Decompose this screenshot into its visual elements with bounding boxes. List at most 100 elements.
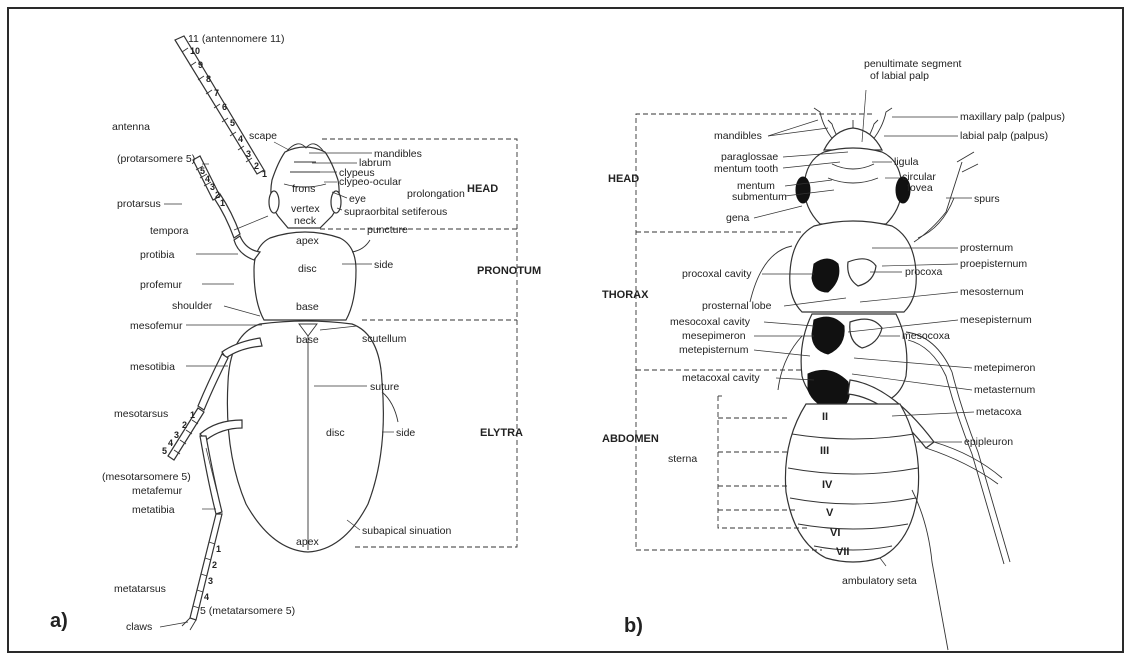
sternum-number: III [820,445,829,457]
label-labial: labial palp (palpus) [960,130,1048,142]
mesotarsomere-number: 5 [162,446,167,456]
label-subapical: subapical sinuation [362,525,451,537]
mesotarsomere-number: 4 [168,438,173,448]
label-metatarsomere: 5 (metatarsomere 5) [200,605,295,617]
mesotarsomere-number: 2 [182,420,187,430]
region-abdomen: ABDOMEN [602,433,659,445]
panel-b: penultimate segment of labial palp maxil… [602,58,1065,650]
mesotarsomere-number: 3 [174,430,179,440]
label-sterna: sterna [668,453,697,465]
label-base-elytra: base [296,334,319,346]
label-antennomere-11: 11 (antennomere 11) [188,33,285,45]
antennomere-number: 7 [214,88,219,98]
head-ventral [804,148,902,224]
label-protibia: protibia [140,249,175,261]
label-puncture: puncture [367,224,408,236]
antennomere-number: 4 [238,134,243,144]
label-shoulder: shoulder [172,300,213,312]
label-eye: eye [349,193,366,205]
antennomere-number: 5 [230,118,235,128]
sternum-number: II [822,411,828,423]
label-vertex: vertex [291,203,320,215]
antennomere-number: 2 [254,161,259,171]
label-mesosternum: mesosternum [960,286,1024,298]
label-ligula: ligula [894,156,919,168]
label-ambulatory: ambulatory seta [842,575,917,587]
label-base-pronotum: base [296,301,319,313]
elytra-shape [227,321,383,552]
label-protarsomere: (protarsomere 5) [117,153,195,165]
metatarsomere-number: 4 [204,592,209,602]
antennomere-number: 1 [262,169,267,179]
label-spurs: spurs [974,193,1000,205]
antennomere-number: 3 [246,149,251,159]
metatarsomere-number: 3 [208,576,213,586]
label-prosternum: prosternum [960,242,1013,254]
label-side-pronotum: side [374,259,393,271]
label-disc-elytra: disc [326,427,345,439]
label-penultimate-2: of labial palp [870,70,929,82]
label-procoxa: procoxa [905,266,943,278]
sternum-number: IV [822,479,833,491]
antennomere-number: 8 [206,74,211,84]
label-mesotibia: mesotibia [130,361,175,373]
label-scape: scape [249,130,277,142]
label-metatarsus: metatarsus [114,583,166,595]
label-frons: frons [292,183,315,195]
label-gena: gena [726,212,750,224]
label-prosternal-lobe: prosternal lobe [702,300,772,312]
sternum-number: V [826,507,834,519]
label-metacoxal-cavity: metacoxal cavity [682,372,760,384]
metatarsomere-number: 2 [212,560,217,570]
label-neck: neck [294,215,317,227]
label-apex-elytra: apex [296,536,320,548]
label-mesepimeron: mesepimeron [682,330,746,342]
label-antenna: antenna [112,121,150,133]
label-protarsus: protarsus [117,198,161,210]
label-disc-pronotum: disc [298,263,317,275]
label-mentum-tooth: mentum tooth [714,163,778,175]
region-head-b: HEAD [608,173,639,185]
region-head-a: HEAD [467,183,498,195]
sternum-number: VI [830,527,840,539]
label-maxillary: maxillary palp (palpus) [960,111,1065,123]
label-procoxal-cavity: procoxal cavity [682,268,752,280]
protarsomere-number: 1 [220,198,225,208]
sternum-number: VII [836,546,849,558]
region-pronotum: PRONOTUM [477,265,541,277]
label-metepimeron: metepimeron [974,362,1035,374]
label-metafemur: metafemur [132,485,183,497]
antennomere-number: 10 [190,46,200,56]
label-fovea: fovea [907,182,933,194]
label-epipleuron: epipleuron [964,436,1013,448]
antennomere-number: 9 [198,60,203,70]
label-metasternum: metasternum [974,384,1036,396]
label-metepisternum: metepisternum [679,344,749,356]
label-mesotarsomere: (mesotarsomere 5) [102,471,191,483]
label-proepisternum: proepisternum [960,258,1027,270]
label-mesepisternum: mesepisternum [960,314,1032,326]
label-prolongation: prolongation [407,188,465,200]
label-suture: suture [370,381,399,393]
label-mesofemur: mesofemur [130,320,183,332]
antennomere-number: 6 [222,102,227,112]
label-profemur: profemur [140,279,183,291]
label-clypeo-ocular: clypeo-ocular [339,176,402,188]
label-metatibia: metatibia [132,504,175,516]
panel-letter-a: a) [50,610,68,632]
label-mandibles-b: mandibles [714,130,762,142]
region-thorax: THORAX [602,289,649,301]
label-apex-pronotum: apex [296,235,320,247]
abdomen-ventral [785,404,918,562]
label-penultimate-1: penultimate segment [864,58,962,70]
label-submentum: submentum [732,191,787,203]
metatarsomere-number: 1 [216,544,221,554]
label-mesocoxa: mesocoxa [902,330,950,342]
label-claws: claws [126,621,152,633]
region-elytra: ELYTRA [480,427,523,439]
panel-letter-b: b) [624,615,643,637]
label-metacoxa: metacoxa [976,406,1022,418]
